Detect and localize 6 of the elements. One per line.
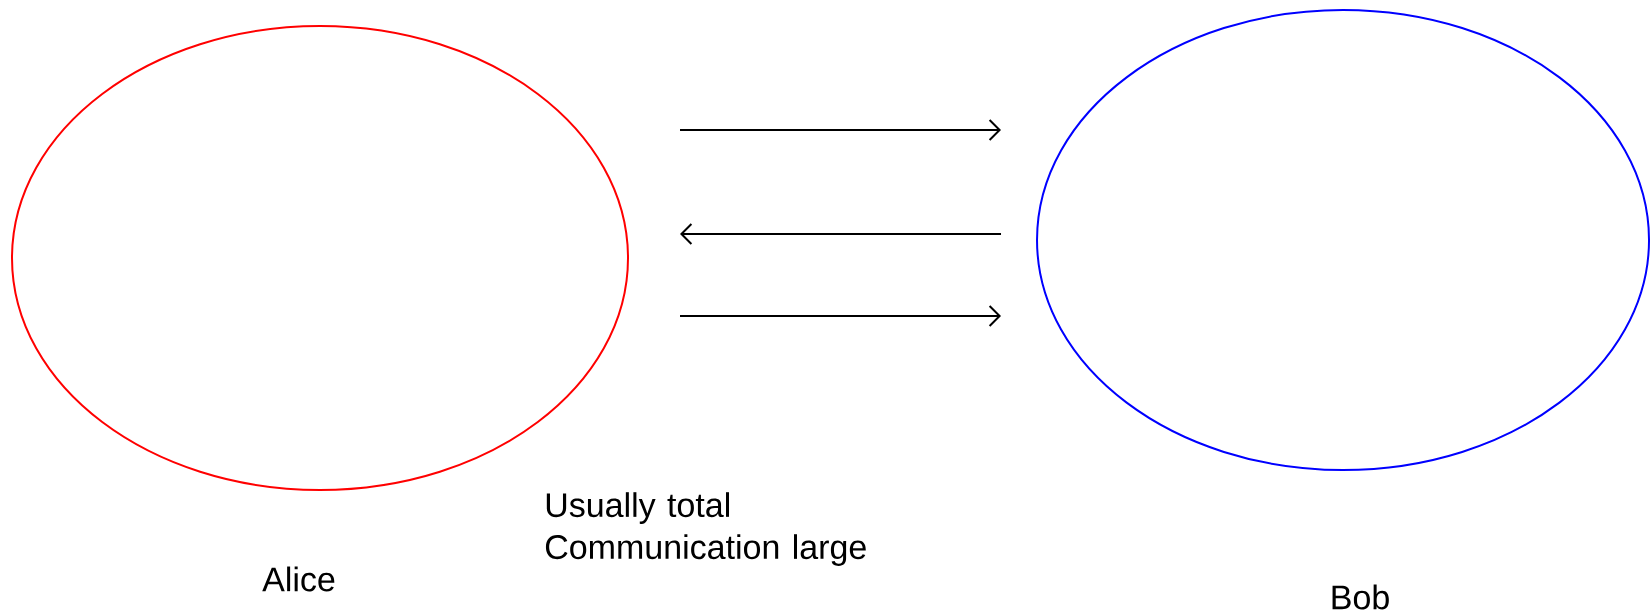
node-label: Bob — [1332, 584, 1389, 610]
arrow — [679, 119, 1001, 141]
arrow — [680, 223, 1002, 245]
text-label: Usually total Communication large — [545, 492, 866, 566]
node-label: Alice — [262, 566, 335, 592]
arrow — [679, 305, 1001, 327]
